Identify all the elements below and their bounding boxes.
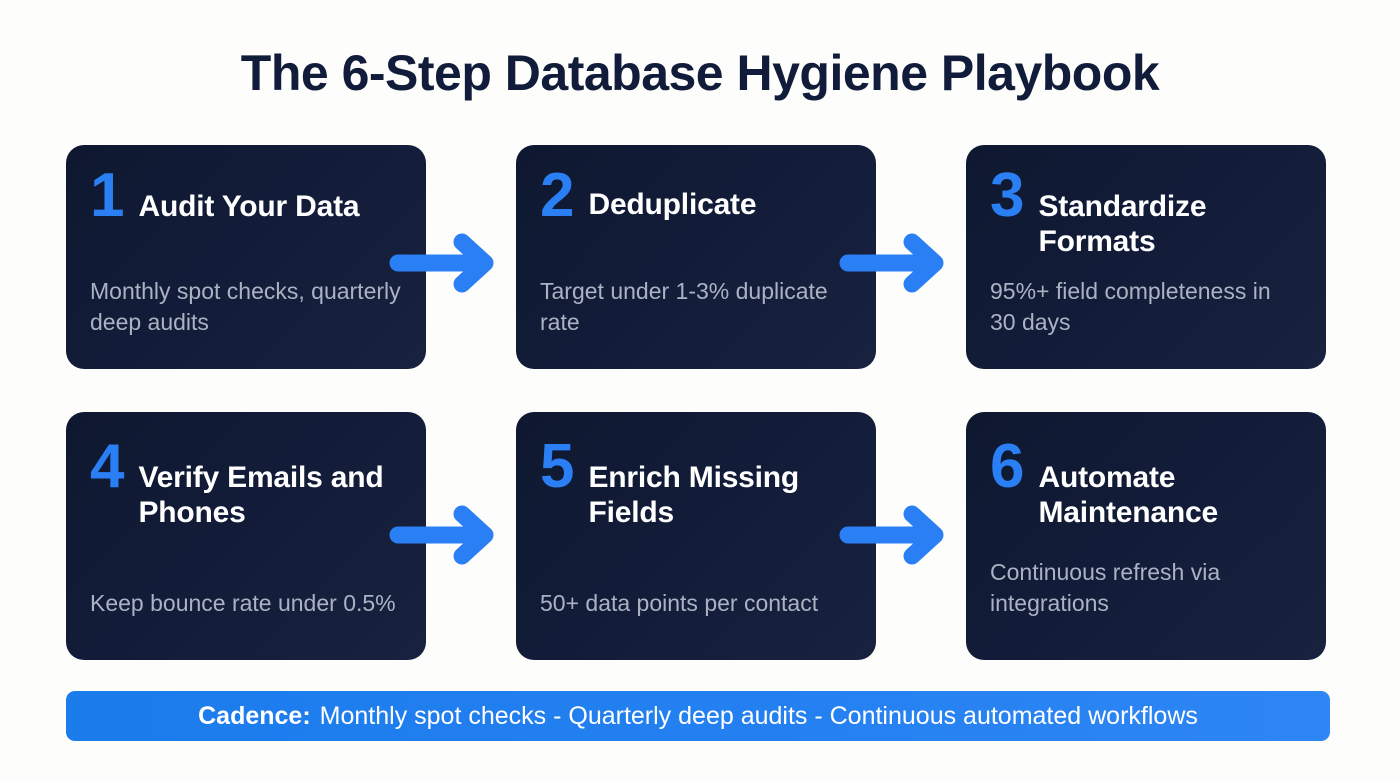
step-description-1: Monthly spot checks, quarterly deep audi…: [90, 278, 401, 335]
step-title-1: Audit Your Data: [138, 190, 360, 223]
step-card-4: 4 Verify Emails and Phones Keep bounce r…: [66, 412, 426, 660]
step-number-6: 6: [990, 432, 1025, 501]
step-description-6: Continuous refresh via integrations: [990, 559, 1221, 616]
step-card-1-head: 1 Audit Your Data: [90, 161, 402, 230]
cadence-banner: Cadence: Monthly spot checks - Quarterly…: [66, 691, 1330, 741]
step-description-2: Target under 1-3% duplicate rate: [540, 278, 828, 335]
step-number-4: 4: [90, 432, 125, 501]
step-title-3: Standardize Formats: [1038, 190, 1207, 259]
cadence-text: Monthly spot checks - Quarterly deep aud…: [319, 701, 1198, 730]
step-title-2: Deduplicate: [588, 187, 757, 221]
step-description-5: 50+ data points per contact: [540, 589, 819, 616]
step-card-3-head: 3 Standardize Formats: [990, 161, 1302, 260]
step-number-1: 1: [90, 161, 125, 230]
step-card-2-head: 2 Deduplicate: [540, 161, 852, 230]
steps-grid: 1 Audit Your Data Monthly spot checks, q…: [66, 145, 1330, 660]
step-card-3: 3 Standardize Formats 95%+ field complet…: [966, 145, 1326, 369]
step-title-6: Automate Maintenance: [1038, 461, 1218, 530]
step-description-4: Keep bounce rate under 0.5%: [90, 589, 396, 616]
step-title-5: Enrich Missing Fields: [588, 461, 800, 530]
step-description-3: 95%+ field completeness in 30 days: [990, 278, 1271, 335]
step-card-4-head: 4 Verify Emails and Phones: [90, 432, 402, 531]
step-title-4: Verify Emails and Phones: [138, 461, 384, 530]
page-title: The 6-Step Database Hygiene Playbook: [240, 45, 1160, 101]
step-number-2: 2: [540, 161, 575, 230]
step-card-1: 1 Audit Your Data Monthly spot checks, q…: [66, 145, 426, 369]
cadence-label: Cadence:: [198, 701, 311, 730]
step-number-3: 3: [990, 161, 1025, 230]
step-card-5-head: 5 Enrich Missing Fields: [540, 432, 852, 531]
step-card-2: 2 Deduplicate Target under 1-3% duplicat…: [516, 145, 876, 369]
step-card-5: 5 Enrich Missing Fields 50+ data points …: [516, 412, 876, 660]
step-card-6-head: 6 Automate Maintenance: [990, 432, 1302, 531]
step-number-5: 5: [540, 432, 575, 501]
step-card-6: 6 Automate Maintenance Continuous refres…: [966, 412, 1326, 660]
